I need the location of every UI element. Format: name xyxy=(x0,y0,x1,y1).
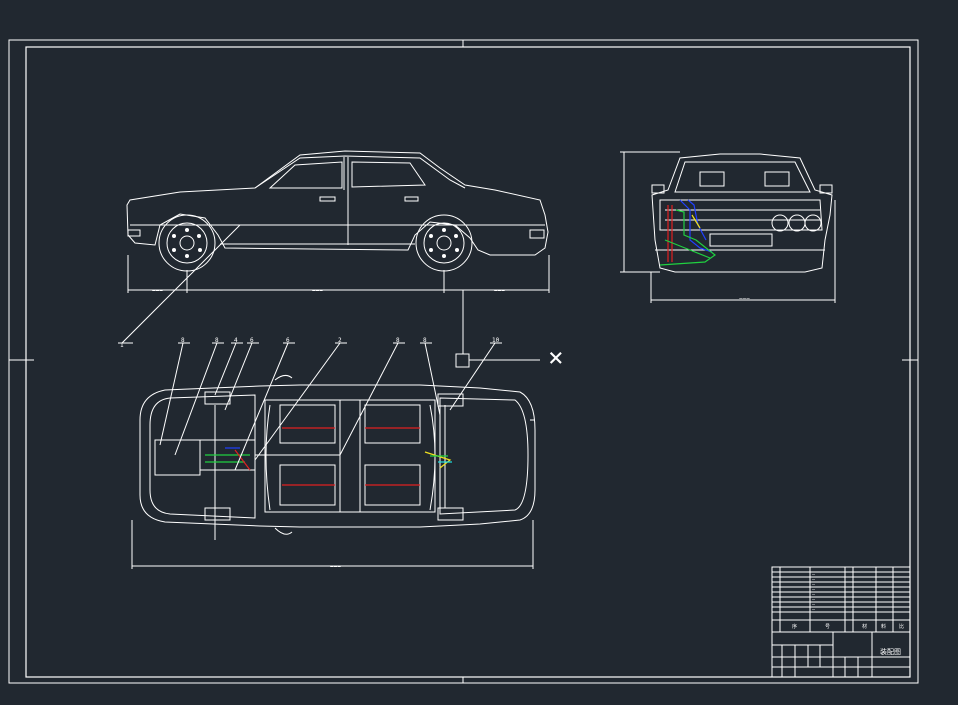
tb-row-3: — xyxy=(812,582,816,588)
tb-header-2: 号 xyxy=(825,624,830,630)
top-view xyxy=(131,374,536,569)
tb-row-5: — xyxy=(812,592,816,598)
center-marks xyxy=(9,40,918,683)
tb-header-3: 材 xyxy=(862,623,867,630)
inner-frame xyxy=(25,46,911,678)
dim-side-front: === xyxy=(152,287,163,294)
balloon-1: 1 xyxy=(120,342,124,349)
tb-header-5: 比 xyxy=(899,623,904,630)
balloon-labels: 1 8 8 4 6 6 2 8 8 10 xyxy=(120,337,500,349)
wheel-spokes xyxy=(172,228,459,258)
dim-front-width: === xyxy=(739,296,750,303)
balloon-8: 8 xyxy=(396,337,400,344)
balloon-5: 6 xyxy=(250,337,254,344)
title-block xyxy=(771,566,911,678)
tb-row-8: — xyxy=(812,607,816,613)
balloon-3: 8 xyxy=(215,337,219,344)
tb-header-1: 序 xyxy=(792,623,797,630)
title-block-text: 序 号 材 料 比 装配图 — — — — — — — — xyxy=(792,572,904,656)
tb-row-1: — xyxy=(812,572,816,578)
leader-lines xyxy=(118,224,502,471)
dim-side-rear: === xyxy=(494,287,505,294)
dim-side-wheelbase: === xyxy=(312,287,323,294)
dim-top-length: === xyxy=(330,563,341,570)
tb-row-4: — xyxy=(812,587,816,593)
balloon-2: 8 xyxy=(181,337,185,344)
side-view xyxy=(126,150,550,293)
view-marker xyxy=(455,290,540,368)
balloon-6: 6 xyxy=(286,337,290,344)
balloon-10: 10 xyxy=(492,337,500,344)
balloon-7: 2 xyxy=(338,337,342,344)
crosshair-symbol: × xyxy=(548,343,564,373)
front-view xyxy=(620,151,836,303)
front-suspension-colored xyxy=(659,199,717,266)
tb-row-6: — xyxy=(812,597,816,603)
tb-header-4: 料 xyxy=(881,623,886,630)
balloon-4: 4 xyxy=(234,337,238,344)
balloon-9: 8 xyxy=(423,337,427,344)
tb-row-7: — xyxy=(812,602,816,608)
tb-title-code: 装配图 xyxy=(880,647,901,656)
top-view-colored-parts xyxy=(205,427,452,486)
tb-row-2: — xyxy=(812,577,816,583)
